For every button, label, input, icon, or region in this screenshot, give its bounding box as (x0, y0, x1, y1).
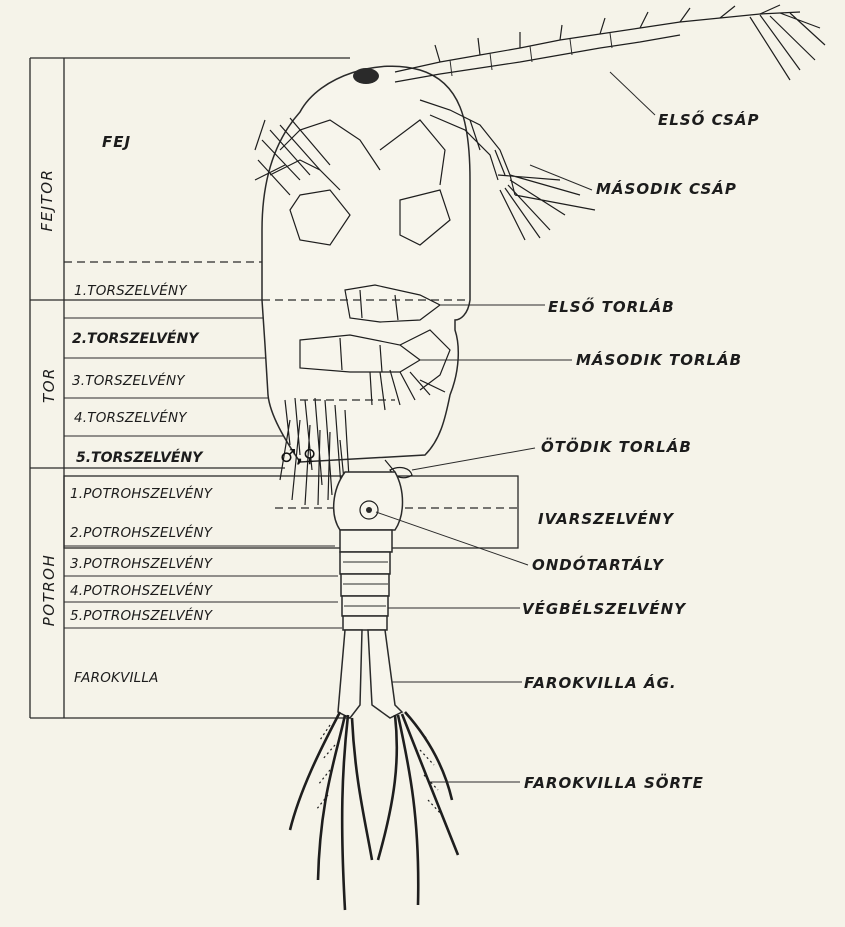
label-anal-segment: VÉGBÉLSZELVÉNY (522, 599, 687, 618)
leader-fifth-leg (412, 448, 535, 470)
leader-spermatheca (376, 512, 528, 565)
label-caudal-setae: FAROKVILLA SÖRTE (524, 773, 704, 792)
abdomen-segment-shape (340, 552, 390, 574)
first-antenna (395, 12, 800, 82)
label-second-leg: MÁSODIK TORLÁB (576, 350, 742, 369)
head-label: FEJ (102, 133, 131, 151)
abdomen-segment-shape (341, 574, 389, 596)
leader-first-antenna (610, 72, 655, 115)
sex-symbol: ♂,♀ (280, 446, 316, 467)
abdomen-segment-shape (340, 530, 392, 552)
label-first-leg: ELSŐ TORLÁB (548, 296, 675, 316)
abdomen-segment-5: 5.POTROHSZELVÉNY (70, 607, 214, 624)
first-antenna-segments (450, 33, 612, 76)
abdomen-segment-2: 2.POTROHSZELVÉNY (70, 524, 214, 541)
spermatheca-core (366, 507, 372, 513)
cephalothorax (262, 66, 470, 462)
thorax-segment-1: 1.TORSZELVÉNY (74, 282, 188, 299)
region-label-potroh: POTROH (40, 554, 58, 627)
eye (353, 68, 379, 84)
anal-segment-shape (343, 616, 387, 630)
label-furca-branch: FAROKVILLA ÁG. (524, 673, 677, 692)
first-antenna-setae (435, 5, 825, 80)
part-labels: ELSŐ CSÁP MÁSODIK CSÁP ELSŐ TORLÁB MÁSOD… (522, 109, 759, 792)
caudal-setae (290, 712, 458, 910)
label-genital-segment: IVARSZELVÉNY (538, 509, 675, 528)
furca-branch-left (338, 630, 362, 718)
thorax-segment-4: 4.TORSZELVÉNY (74, 409, 188, 426)
thorax-segment-5: 5.TORSZELVÉNY (76, 449, 204, 466)
abdomen-segment-3: 3.POTROHSZELVÉNY (70, 555, 214, 572)
thorax-segment-3: 3.TORSZELVÉNY (72, 372, 186, 389)
label-second-antenna: MÁSODIK CSÁP (596, 179, 737, 198)
region-label-tor: TOR (40, 367, 58, 403)
label-first-antenna: ELSŐ CSÁP (658, 109, 759, 129)
thorax-segment-2: 2.TORSZELVÉNY (72, 330, 200, 347)
region-label-fejtor: FEJTOR (38, 169, 56, 232)
furca-branch-right (368, 630, 402, 718)
label-fifth-leg: ÖTÖDIK TORLÁB (541, 437, 692, 456)
furca-label: FAROKVILLA (74, 670, 159, 686)
leader-second-antenna (530, 165, 592, 190)
abdomen-segment-4: 4.POTROHSZELVÉNY (70, 582, 214, 599)
abdomen-segment-1: 1.POTROHSZELVÉNY (70, 485, 214, 502)
label-spermatheca: ONDÓTARTÁLY (532, 555, 665, 574)
